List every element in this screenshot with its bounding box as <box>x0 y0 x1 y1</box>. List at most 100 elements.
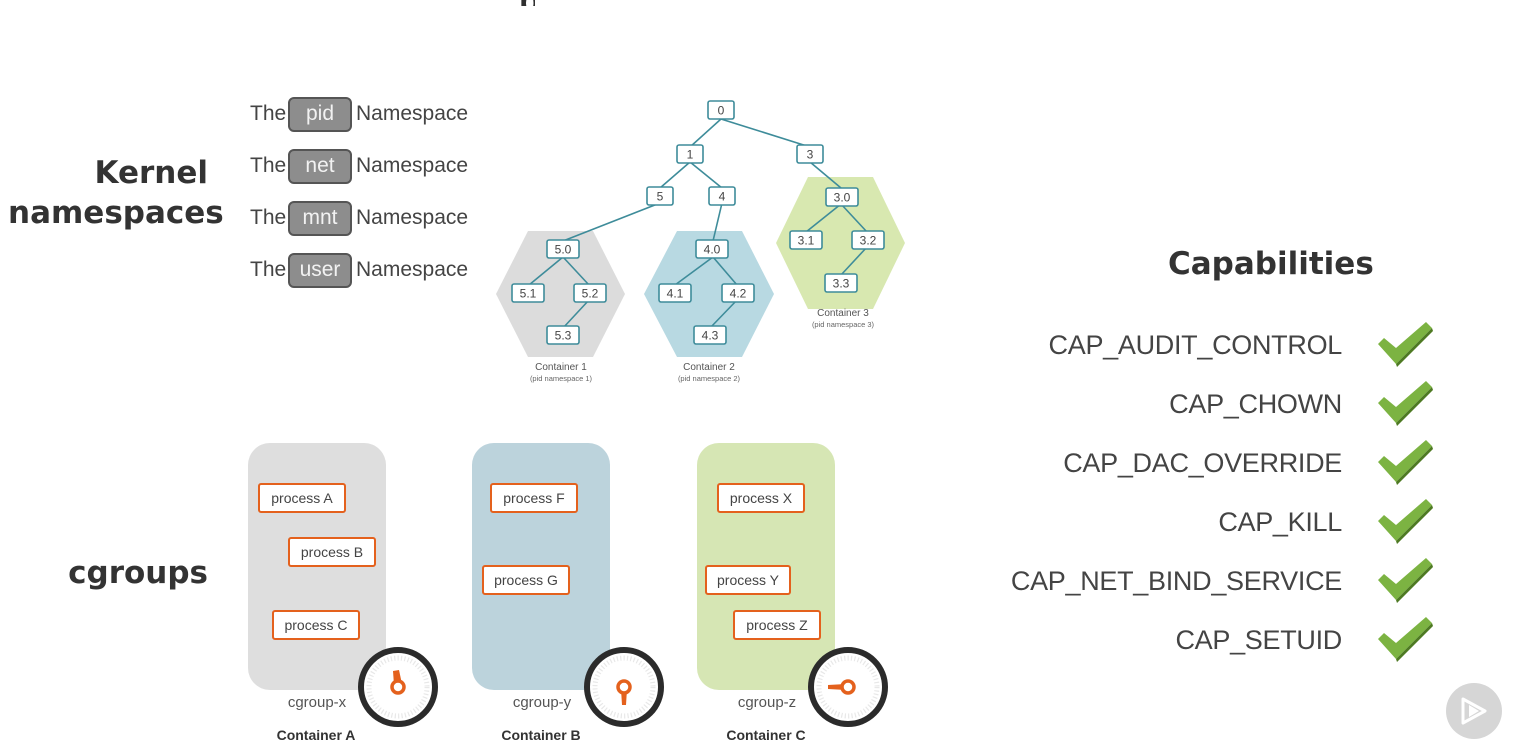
namespace-pill: user <box>288 252 352 288</box>
container-2-hexagon <box>644 231 774 357</box>
tree-node: 5.0 <box>546 239 580 259</box>
process-box: process B <box>288 537 376 567</box>
check-icon <box>1378 322 1433 367</box>
tree-node: 3 <box>796 144 824 164</box>
check-icon <box>1378 558 1433 603</box>
process-box: process C <box>272 610 360 640</box>
gauge-icon <box>358 647 438 727</box>
tree-edges <box>528 118 868 329</box>
tree-node: 3.1 <box>789 230 823 250</box>
namespace-suffix: Namespace <box>356 154 469 177</box>
process-box: process Z <box>733 610 821 640</box>
tree-node: 3.3 <box>824 273 858 293</box>
container-3-hexagon <box>776 177 905 309</box>
cgroup-y-box: process F process G <box>472 443 610 690</box>
container-1-sublabel: (pid namespace 1) <box>530 374 593 383</box>
cgroup-z-box: process X process Y process Z <box>697 443 835 690</box>
cgroups-title: cgroups <box>68 555 208 591</box>
capabilities-title: Capabilities <box>1168 246 1374 282</box>
cgroup-x-label: cgroup-x <box>287 694 347 711</box>
capability-item: CAP_NET_BIND_SERVICE <box>1010 566 1342 596</box>
process-box: process X <box>717 483 805 513</box>
container-a-label: Container A <box>276 727 356 743</box>
process-box: process Y <box>705 565 791 595</box>
namespace-prefix: The <box>250 154 287 177</box>
container-3-sublabel: (pid namespace 3) <box>812 320 875 329</box>
namespace-suffix: Namespace <box>356 258 469 281</box>
check-icon <box>1378 381 1433 426</box>
gauge-icon <box>808 647 888 727</box>
container-c-label: Container C <box>726 727 806 743</box>
container-1-hexagon <box>496 231 625 357</box>
namespace-row-net: The net Namespace <box>250 148 468 184</box>
namespace-prefix: The <box>250 206 287 229</box>
namespace-pill: pid <box>288 96 352 132</box>
svg-text:4.2: 4.2 <box>730 287 747 301</box>
tree-node: 4.2 <box>721 283 755 303</box>
play-button[interactable] <box>1446 683 1502 739</box>
tree-node: 1 <box>676 144 704 164</box>
namespace-prefix: The <box>250 258 287 281</box>
container-1-label: Container 1 <box>535 362 587 373</box>
process-box: process A <box>258 483 346 513</box>
namespace-prefix: The <box>250 102 287 125</box>
svg-text:5.1: 5.1 <box>520 287 537 301</box>
svg-text:5.3: 5.3 <box>555 329 572 343</box>
tree-node: 4.0 <box>695 239 729 259</box>
svg-text:4.3: 4.3 <box>702 329 719 343</box>
container-2-sublabel: (pid namespace 2) <box>678 374 741 383</box>
svg-text:1: 1 <box>687 148 694 162</box>
svg-text:3: 3 <box>807 148 814 162</box>
container-b-label: Container B <box>501 727 581 743</box>
capability-item: CAP_SETUID <box>1175 625 1342 655</box>
svg-text:3.2: 3.2 <box>860 234 877 248</box>
tree-node: 5.1 <box>511 283 545 303</box>
svg-text:3.3: 3.3 <box>833 277 850 291</box>
pid-namespace-tree: 0 1 3 5 4 3.0 3.1 3.2 3.3 5.0 5.1 5.2 5.… <box>496 100 905 383</box>
svg-text:4.1: 4.1 <box>667 287 684 301</box>
namespace-row-user: The user Namespace <box>250 252 468 288</box>
tree-nodes: 0 1 3 5 4 3.0 3.1 3.2 3.3 5.0 5.1 5.2 5.… <box>511 100 885 345</box>
svg-text:3.1: 3.1 <box>798 234 815 248</box>
play-icon <box>1461 697 1487 725</box>
container-3-label: Container 3 <box>817 308 869 319</box>
svg-text:4: 4 <box>719 190 726 204</box>
kernel-namespaces-title: Kernel namespaces <box>8 155 224 231</box>
svg-text:0: 0 <box>718 104 725 118</box>
check-icon <box>1378 499 1433 544</box>
tree-node: 3.2 <box>851 230 885 250</box>
namespace-pill: mnt <box>288 200 352 236</box>
namespace-suffix: Namespace <box>356 102 469 125</box>
tree-node: 5 <box>646 186 674 206</box>
namespace-row-pid: The pid Namespace <box>250 96 468 132</box>
capability-item: CAP_DAC_OVERRIDE <box>1063 448 1342 478</box>
svg-text:5.0: 5.0 <box>555 243 572 257</box>
namespace-pill: net <box>288 148 352 184</box>
container-2-label: Container 2 <box>683 362 735 373</box>
tree-node: 4.1 <box>658 283 692 303</box>
cgroup-z-label: cgroup-z <box>737 694 797 711</box>
capability-item: CAP_AUDIT_CONTROL <box>1048 330 1343 360</box>
process-box: process F <box>490 483 578 513</box>
tree-node: 5.3 <box>546 325 580 345</box>
svg-text:3.0: 3.0 <box>834 191 851 205</box>
namespace-suffix: Namespace <box>356 206 469 229</box>
svg-text:5.2: 5.2 <box>582 287 599 301</box>
title-fragment: p <box>519 0 535 6</box>
svg-text:5: 5 <box>657 190 664 204</box>
cgroup-x-box: process A process B process C <box>248 443 386 690</box>
svg-text:4.0: 4.0 <box>704 243 721 257</box>
tree-node: 4.3 <box>693 325 727 345</box>
tree-node: 4 <box>708 186 736 206</box>
gauge-icon <box>584 647 664 727</box>
namespace-row-mnt: The mnt Namespace <box>250 200 468 236</box>
tree-node: 5.2 <box>573 283 607 303</box>
capability-item: CAP_CHOWN <box>1169 389 1342 419</box>
tree-node: 0 <box>707 100 735 120</box>
tree-node: 3.0 <box>825 187 859 207</box>
check-icon <box>1378 440 1433 485</box>
check-icon <box>1378 617 1433 662</box>
cgroup-y-label: cgroup-y <box>512 694 572 711</box>
process-box: process G <box>482 565 570 595</box>
capability-item: CAP_KILL <box>1218 507 1342 537</box>
